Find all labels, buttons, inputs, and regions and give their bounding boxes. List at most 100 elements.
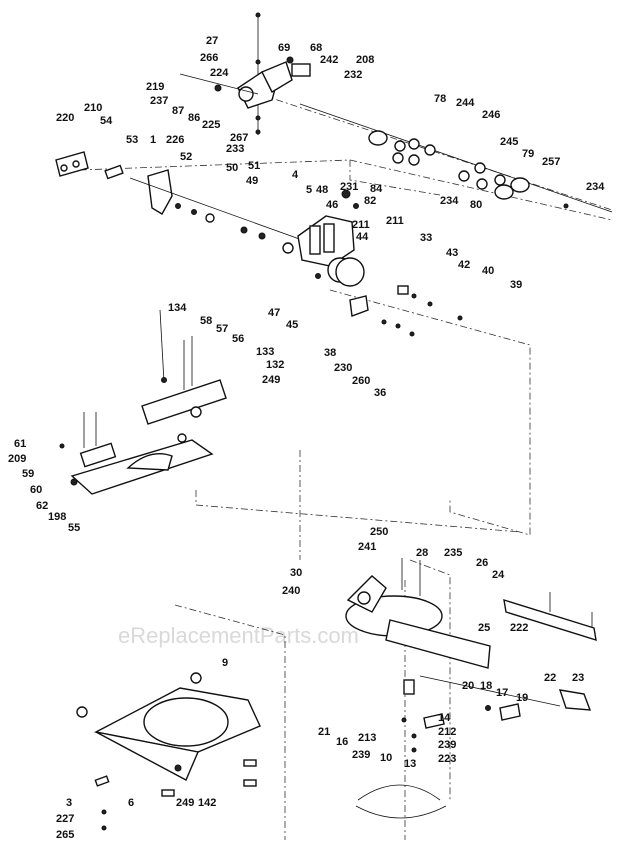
lock-pin [411, 293, 417, 299]
table-arm [385, 619, 491, 669]
part-label: 249 [262, 374, 280, 386]
bevel-arc [126, 453, 173, 471]
part-label: 47 [268, 307, 280, 319]
part-label: 20 [462, 680, 474, 692]
part-label: 87 [172, 105, 184, 117]
fence-knob-b [177, 433, 187, 443]
detent-nut [411, 747, 417, 753]
part-label: 245 [500, 136, 518, 148]
motor-housing [297, 189, 463, 337]
part-label: 4 [292, 169, 299, 181]
part-label: 237 [150, 95, 168, 107]
part-label: 6 [128, 797, 134, 809]
lock-block [291, 63, 311, 77]
part-label: 82 [364, 195, 376, 207]
part-label: 142 [198, 797, 216, 809]
base-bolt [174, 764, 182, 772]
part-label: 242 [320, 54, 338, 66]
rail-end-screw [563, 203, 569, 209]
bracket-bore-b [357, 591, 371, 605]
part-label: 9 [222, 657, 228, 669]
part-label: 223 [438, 753, 456, 765]
part-label: 50 [226, 162, 238, 174]
top-shaft-assembly [179, 12, 311, 135]
part-label: 21 [318, 726, 330, 738]
assembly-lines [79, 94, 613, 840]
part-label: 58 [200, 315, 212, 327]
part-label: 27 [206, 35, 218, 47]
part-label: 3 [66, 797, 72, 809]
bolt-head [255, 12, 261, 18]
clamp-nut [70, 478, 78, 486]
part-label: 231 [340, 181, 358, 193]
part-label: 230 [334, 362, 352, 374]
axis-line-top [261, 94, 613, 211]
part-label: 267 [230, 132, 248, 144]
fence-axis [159, 309, 165, 383]
part-label: 61 [14, 438, 26, 450]
clamp-screw [59, 443, 65, 449]
washer-51 [191, 209, 197, 215]
rail-washer [394, 140, 406, 152]
axis-line-base [174, 604, 286, 840]
pointer-ring [357, 784, 441, 801]
part-label: 5 [306, 184, 312, 196]
bracket-arm [261, 61, 293, 93]
part-label: 38 [324, 347, 336, 359]
part-label: 39 [510, 279, 522, 291]
part-label: 17 [496, 687, 508, 699]
fence-pin [161, 377, 167, 383]
part-label: 28 [416, 547, 428, 559]
part-label: 241 [358, 541, 376, 553]
part-label: 19 [516, 692, 528, 704]
part-label: 78 [434, 93, 446, 105]
fence-knob [190, 406, 202, 418]
part-label: 220 [56, 112, 74, 124]
part-label: 211 [386, 215, 404, 227]
part-label: 62 [36, 500, 48, 512]
part-label: 68 [310, 42, 322, 54]
part-label: 212 [438, 726, 456, 738]
rail-bushing [368, 130, 388, 146]
rail-bushing-c [510, 177, 530, 193]
part-label: 33 [420, 232, 432, 244]
rail-washer-b [408, 138, 420, 150]
side-nut [214, 84, 222, 92]
base-foot [190, 672, 202, 684]
part-label: 219 [146, 81, 164, 93]
part-label: 234 [440, 195, 459, 207]
part-label: 56 [232, 333, 244, 345]
bracket-bore [238, 86, 254, 102]
part-label: 134 [168, 302, 187, 314]
part-label: 208 [356, 54, 374, 66]
bearing-49 [205, 213, 215, 223]
part-label: 213 [358, 732, 376, 744]
lock-lever [499, 703, 521, 721]
base-pad-b [161, 789, 175, 797]
part-label: 260 [352, 375, 370, 387]
latch-nut [395, 323, 401, 329]
rail-ring-d [494, 174, 506, 186]
part-label: 222 [510, 622, 528, 634]
part-label: 55 [68, 522, 80, 534]
part-label: 210 [84, 102, 102, 114]
motor-fin [309, 225, 321, 255]
part-label: 240 [282, 585, 300, 597]
part-label: 266 [200, 52, 218, 64]
axis-line-arm [195, 490, 521, 533]
part-label: 239 [438, 739, 456, 751]
axis-line-mid [79, 159, 441, 196]
handle-bracket [147, 169, 173, 215]
part-label: 226 [166, 134, 184, 146]
part-label: 59 [22, 468, 34, 480]
part-label: 49 [246, 175, 258, 187]
grip-hole [60, 164, 68, 172]
part-label: 40 [482, 265, 494, 277]
part-label: 42 [458, 259, 470, 271]
base-turntable-ring [143, 697, 229, 747]
part-label: 36 [374, 387, 386, 399]
rail-ring [458, 170, 470, 182]
part-label: 257 [542, 156, 560, 168]
rail-washer-d [392, 152, 404, 164]
